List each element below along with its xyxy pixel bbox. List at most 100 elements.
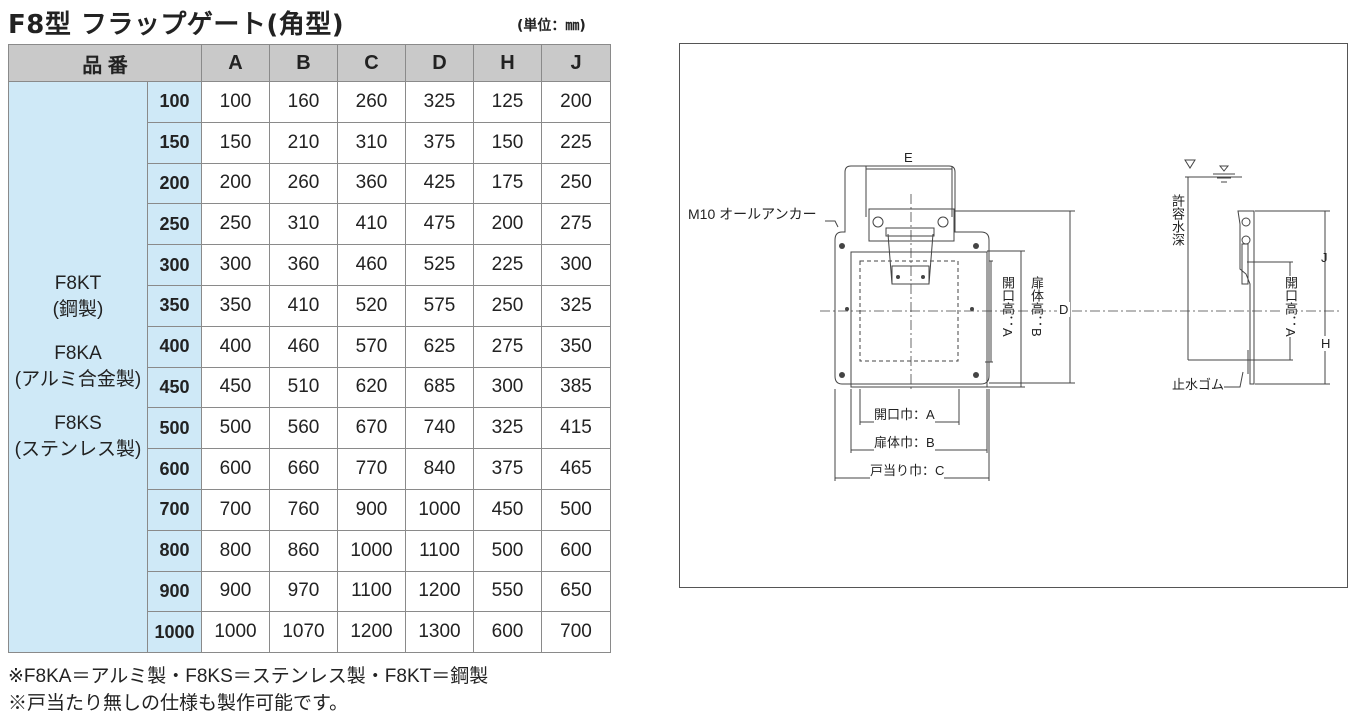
model-name-line: (ステンレス製) [14, 439, 142, 461]
value-cell: 625 [405, 325, 474, 368]
value-cell: 385 [541, 366, 611, 409]
size-cell: 500 [147, 407, 202, 450]
dimension-drawing: M10 オールアンカー E D 開口高：A 扉体高：B 開口巾：A 扉体巾：B … [679, 43, 1348, 588]
value-cell: 200 [201, 162, 270, 205]
handle-plate [891, 265, 930, 285]
value-cell: 310 [269, 203, 338, 246]
value-cell: 1000 [201, 611, 270, 654]
model-names-cell: F8KT(鋼製)F8KA(アルミ合金製)F8KS(ステンレス製) [8, 80, 148, 654]
size-cell: 900 [147, 570, 202, 613]
dim-d-label: D [1057, 302, 1071, 317]
anchor-bolts [839, 216, 1251, 378]
door-height-label: 扉体高：B [1029, 276, 1044, 337]
value-cell: 700 [541, 611, 611, 654]
value-cell: 310 [337, 121, 406, 164]
value-cell: 375 [473, 448, 542, 490]
dim-j-label: J [1321, 250, 1328, 265]
value-cell: 450 [473, 488, 542, 531]
header-name: 品 番 [8, 44, 202, 82]
value-cell: 250 [473, 284, 542, 327]
value-cell: 400 [201, 325, 270, 368]
opening-height-label: 開口高：A [1000, 276, 1015, 337]
value-cell: 250 [541, 162, 611, 205]
value-cell: 500 [541, 488, 611, 531]
value-cell: 1100 [337, 570, 406, 613]
value-cell: 1100 [405, 529, 474, 572]
model-name-line: F8KS [54, 413, 102, 435]
value-cell: 1300 [405, 611, 474, 654]
value-cell: 460 [269, 325, 338, 368]
value-cell: 510 [269, 366, 338, 409]
value-cell: 225 [541, 121, 611, 164]
value-cell: 670 [337, 407, 406, 450]
value-cell: 660 [269, 448, 338, 490]
side-opening-label: 開口高：A [1283, 276, 1298, 337]
value-cell: 360 [269, 244, 338, 286]
header-col-j: J [541, 44, 611, 82]
value-cell: 375 [405, 121, 474, 164]
rubber-seal-label: 止水ゴム [1172, 377, 1225, 392]
value-cell: 520 [337, 284, 406, 327]
header-col-c: C [337, 44, 406, 82]
value-cell: 1000 [337, 529, 406, 572]
value-cell: 300 [541, 244, 611, 286]
note-materials: ※F8KA＝アルミ製・F8KS＝ステンレス製・F8KT＝鋼製 [8, 666, 489, 687]
value-cell: 250 [201, 203, 270, 246]
value-cell: 550 [473, 570, 542, 613]
value-cell: 410 [337, 203, 406, 246]
value-cell: 260 [269, 162, 338, 205]
value-cell: 210 [269, 121, 338, 164]
value-cell: 900 [337, 488, 406, 531]
value-cell: 1200 [337, 611, 406, 654]
header-col-h: H [473, 44, 542, 82]
value-cell: 525 [405, 244, 474, 286]
value-cell: 740 [405, 407, 474, 450]
value-cell: 200 [541, 81, 611, 123]
unit-label: (単位：㎜) [517, 18, 586, 34]
header-col-d: D [405, 44, 474, 82]
value-cell: 360 [337, 162, 406, 205]
value-cell: 450 [201, 366, 270, 409]
value-cell: 1200 [405, 570, 474, 613]
value-cell: 325 [473, 407, 542, 450]
size-cell: 100 [147, 81, 202, 123]
note-no-stop: ※戸当たり無しの仕様も製作可能です。 [8, 693, 349, 714]
model-name-line: (鋼製) [52, 299, 104, 321]
dim-h-label: H [1321, 336, 1331, 351]
value-cell: 150 [201, 121, 270, 164]
size-cell: 200 [147, 162, 202, 205]
value-cell: 560 [269, 407, 338, 450]
value-cell: 840 [405, 448, 474, 490]
value-cell: 410 [269, 284, 338, 327]
value-cell: 570 [337, 325, 406, 368]
value-cell: 770 [337, 448, 406, 490]
value-cell: 1070 [269, 611, 338, 654]
spec-table: 品 番 A B C D H J F8KT(鋼製)F8KA(アルミ合金製)F8KS… [8, 44, 611, 654]
value-cell: 275 [473, 325, 542, 368]
size-cell: 700 [147, 488, 202, 531]
value-cell: 200 [473, 203, 542, 246]
size-cell: 1000 [147, 611, 202, 654]
value-cell: 465 [541, 448, 611, 490]
value-cell: 650 [541, 570, 611, 613]
value-cell: 575 [405, 284, 474, 327]
model-name-line: (アルミ合金製) [14, 369, 142, 391]
page-title: F8型 フラップゲート(角型) [8, 10, 345, 40]
size-cell: 400 [147, 325, 202, 368]
value-cell: 100 [201, 81, 270, 123]
dim-e-label: E [904, 150, 913, 165]
value-cell: 415 [541, 407, 611, 450]
size-cell: 600 [147, 448, 202, 490]
value-cell: 900 [201, 570, 270, 613]
value-cell: 970 [269, 570, 338, 613]
model-name-line: F8KA [54, 343, 102, 365]
value-cell: 325 [405, 81, 474, 123]
value-cell: 175 [473, 162, 542, 205]
